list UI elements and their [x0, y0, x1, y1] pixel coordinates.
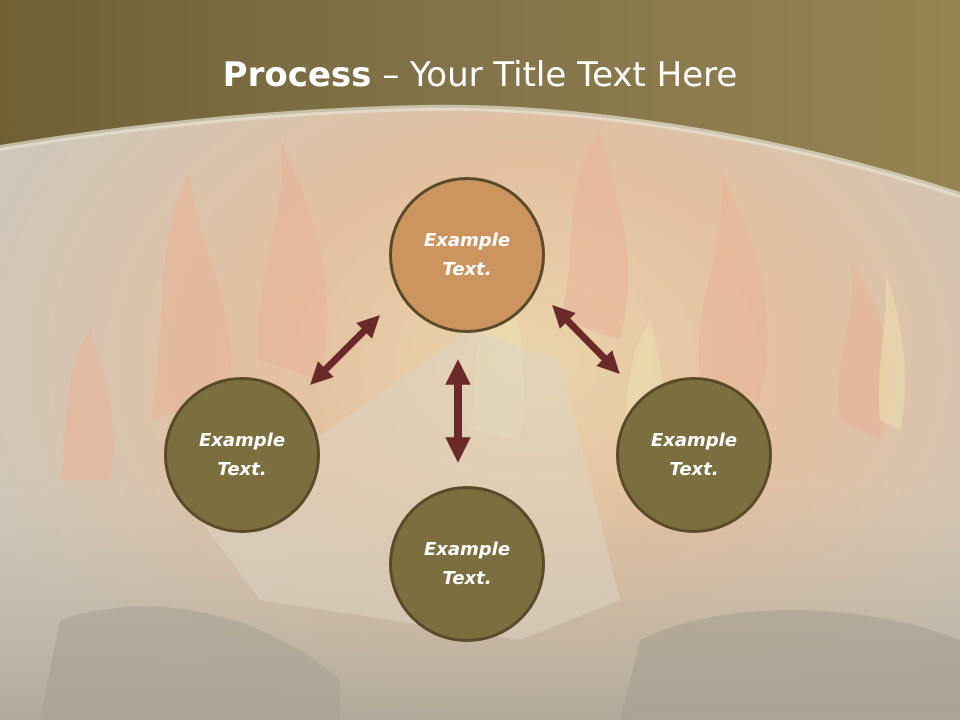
arrow-top-left: [310, 315, 380, 385]
title-rest: Your Title Text Here: [410, 55, 738, 95]
node-bottom-label: Example Text.: [423, 539, 511, 589]
node-top: Example Text.: [389, 177, 545, 333]
node-left-label: Example Text.: [198, 430, 286, 480]
node-top-label: Example Text.: [423, 230, 511, 280]
title-bold: Process: [222, 55, 372, 95]
node-right-label: Example Text.: [650, 430, 738, 480]
node-bottom: Example Text.: [389, 486, 545, 642]
node-right: Example Text.: [616, 377, 772, 533]
title-separator: –: [371, 55, 411, 95]
node-left: Example Text.: [164, 377, 320, 533]
arrow-top-right: [552, 305, 620, 374]
slide-title: Process – Your Title Text Here: [0, 52, 960, 98]
